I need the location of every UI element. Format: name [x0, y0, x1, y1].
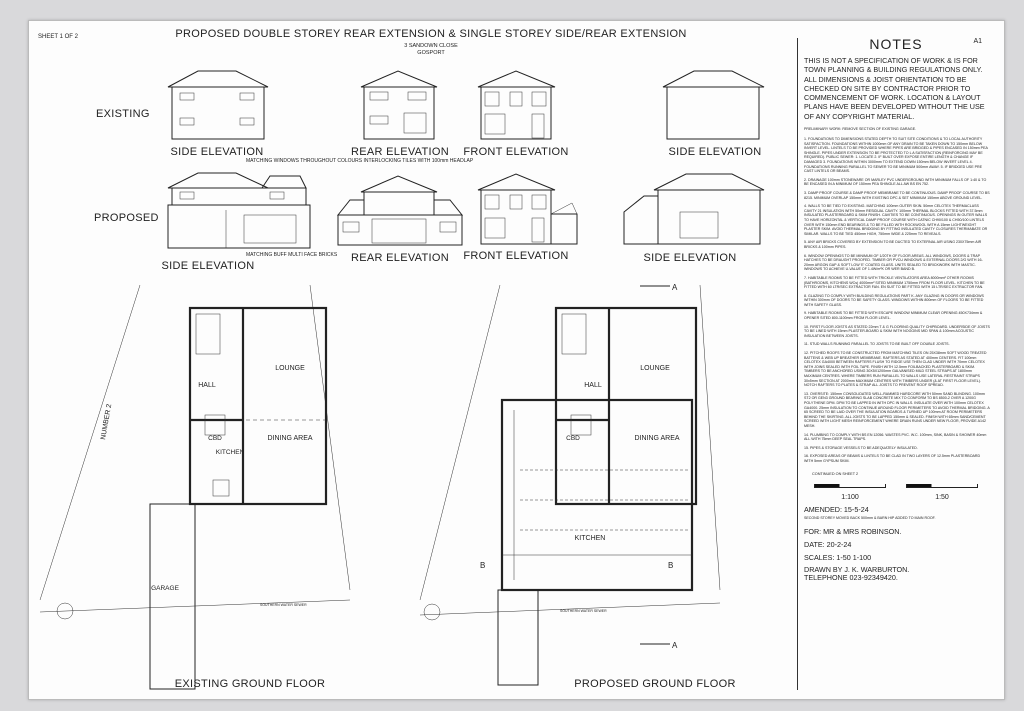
proposed-sewer-label: SOUTHERN WATER SEWER — [560, 609, 607, 613]
existing-label: EXISTING — [96, 108, 150, 120]
existing-room-kitchen: KITCHEN — [216, 449, 245, 456]
note-item: 3. DAMP PROOF COURSE & DAMP PROOF MEMBRA… — [804, 191, 990, 200]
proposed-room-dining: DINING AREA — [634, 435, 679, 442]
existing-sewer-label: SOUTHERN WATER SEWER — [260, 603, 307, 607]
section-marker-a-top: A — [672, 283, 678, 292]
note-item: 14. PLUMBING TO COMPLY WITH BS EN 12056.… — [804, 432, 987, 442]
elevation-annotation-bricks: MATCHING BUFF MULTI FACE BRICKS — [246, 252, 338, 258]
amendment-note: SECOND STOREY MOVED BACK 500mm & BARN HI… — [804, 515, 936, 520]
address-line-2: GOSPORT — [417, 50, 445, 56]
neighbour-label: NUMBER 2 — [100, 403, 113, 440]
continued-note: CONTINUED ON SHEET 2 — [812, 471, 859, 476]
section-marker-b-left: B — [480, 561, 485, 570]
existing-rear-elevation-label: REAR ELEVATION — [351, 146, 449, 158]
proposed-front-elevation-label: FRONT ELEVATION — [463, 250, 568, 262]
notes-preliminary: PRELIMINARY WORK: REMOVE SECTION OF EXIS… — [804, 127, 917, 132]
scale-label: 1:100 — [841, 493, 859, 501]
scales: SCALES: 1-50 1-100 — [804, 552, 872, 562]
section-marker-a-bottom: A — [672, 641, 678, 650]
sheet-size: A1 — [973, 38, 982, 45]
section-marker-b-right: B — [668, 561, 673, 570]
proposed-side-elevation-label: SIDE ELEVATION — [161, 260, 254, 272]
note-item: 4. WALLS TO BE TIED TO EXISTING. MATCHIN… — [804, 204, 988, 236]
proposed-ground-floor-plan — [419, 284, 721, 686]
existing-rear-elevation — [360, 70, 438, 140]
note-item: 9. HABITABLE ROOMS TO BE FITTED WITH ESC… — [804, 311, 983, 321]
existing-room-lounge: LOUNGE — [275, 365, 305, 372]
note-item: 13. OVERSITE: 150mm CONSOLIDATED WELL-RA… — [804, 391, 990, 428]
proposed-side-elevation — [167, 172, 311, 249]
existing-ground-floor-plan — [39, 284, 351, 690]
note-item: 8. GLAZING TO COMPLY WITH BUILDING REGUL… — [804, 293, 984, 307]
amended-date: AMENDED: 15-5-24 — [804, 504, 869, 514]
note-item: 11. STUD WALLS RUNNING PARALLEL TO JOIST… — [804, 342, 950, 347]
note-item: 15. PIPES & STORAGE VESSELS TO BE ADEQUA… — [804, 445, 918, 450]
proposed-room-lounge: LOUNGE — [640, 365, 670, 372]
proposed-room-kitchen: KITCHEN — [575, 535, 606, 542]
existing-side-elevation-label: SIDE ELEVATION — [170, 146, 263, 158]
existing-plan-title: EXISTING GROUND FLOOR — [175, 678, 326, 690]
notes-title: NOTES — [869, 36, 923, 52]
note-item: 10. FIRST FLOOR JOISTS AS STATED 22mm T … — [804, 324, 990, 338]
telephone: TELEPHONE 023-92349420. — [804, 572, 898, 582]
scale-bar-100: 1:100 — [814, 483, 886, 501]
proposed-room-cbd: CBD — [566, 435, 580, 442]
drawn-by: DRAWN BY J. K. WARBURTON. — [804, 564, 910, 574]
note-item: 5. ANY AIR BRICKS COVERED BY EXTENSION T… — [804, 240, 982, 249]
notes-intro: THIS IS NOT A SPECIFICATION OF WORK & IS… — [804, 56, 985, 121]
proposed-plan-title: PROPOSED GROUND FLOOR — [574, 678, 736, 690]
existing-room-hall: HALL — [198, 382, 216, 389]
existing-side-elevation-2 — [662, 70, 765, 140]
notes-panel: NOTES A1 THIS IS NOT A SPECIFICATION OF … — [797, 36, 994, 690]
scale-bar-50: 1:50 — [906, 483, 978, 501]
address-line-1: 3 SANDOWN CLOSE — [404, 43, 458, 49]
proposed-side-elevation-2 — [623, 173, 765, 245]
note-item: 16. EXPOSED AREAS OF BEAMS & LINTELS TO … — [804, 454, 981, 463]
proposed-label: PROPOSED — [94, 212, 159, 224]
proposed-rear-elevation — [336, 175, 464, 246]
proposed-rear-elevation-label: REAR ELEVATION — [351, 252, 449, 264]
proposed-front-elevation — [477, 173, 578, 245]
existing-side-elevation — [167, 70, 269, 140]
existing-room-dining: DINING AREA — [267, 435, 312, 442]
note-item: 2. DRAINAGE 100mm STONEWARE OR MARLEY PV… — [804, 177, 987, 187]
proposed-room-hall: HALL — [584, 382, 602, 389]
note-item: 1. FOUNDATIONS TO DIMENSIONS STATED DEPT… — [804, 137, 988, 174]
note-item: 12. PITCHED ROOFS TO BE CONSTRUCTED FROM… — [804, 351, 987, 388]
existing-room-cbd: CBD — [208, 435, 222, 442]
elevation-annotation-windows: MATCHING WINDOWS THROUGHOUT COLOURS INTE… — [246, 158, 474, 164]
sheet-number: SHEET 1 OF 2 — [38, 34, 79, 40]
note-item: 6. WINDOW OPENINGS TO BE MINIMUM OF 1/20… — [804, 253, 983, 272]
existing-front-elevation — [477, 70, 556, 140]
note-item: 7. HABITABLE ROOMS TO BE FITTED WITH TRI… — [804, 275, 985, 290]
scale-bars: 1:100 1:50 — [798, 476, 994, 501]
drawing-title: PROPOSED DOUBLE STOREY REAR EXTENSION & … — [175, 28, 686, 40]
client: FOR: MR & MRS ROBINSON. — [804, 526, 902, 536]
existing-side-elevation-2-label: SIDE ELEVATION — [668, 146, 761, 158]
drawing-date: DATE: 20-2-24 — [804, 539, 852, 549]
existing-room-garage: GARAGE — [151, 585, 179, 592]
existing-front-elevation-label: FRONT ELEVATION — [463, 146, 568, 158]
proposed-side-elevation-2-label: SIDE ELEVATION — [643, 252, 736, 264]
scale-label: 1:50 — [935, 493, 949, 501]
